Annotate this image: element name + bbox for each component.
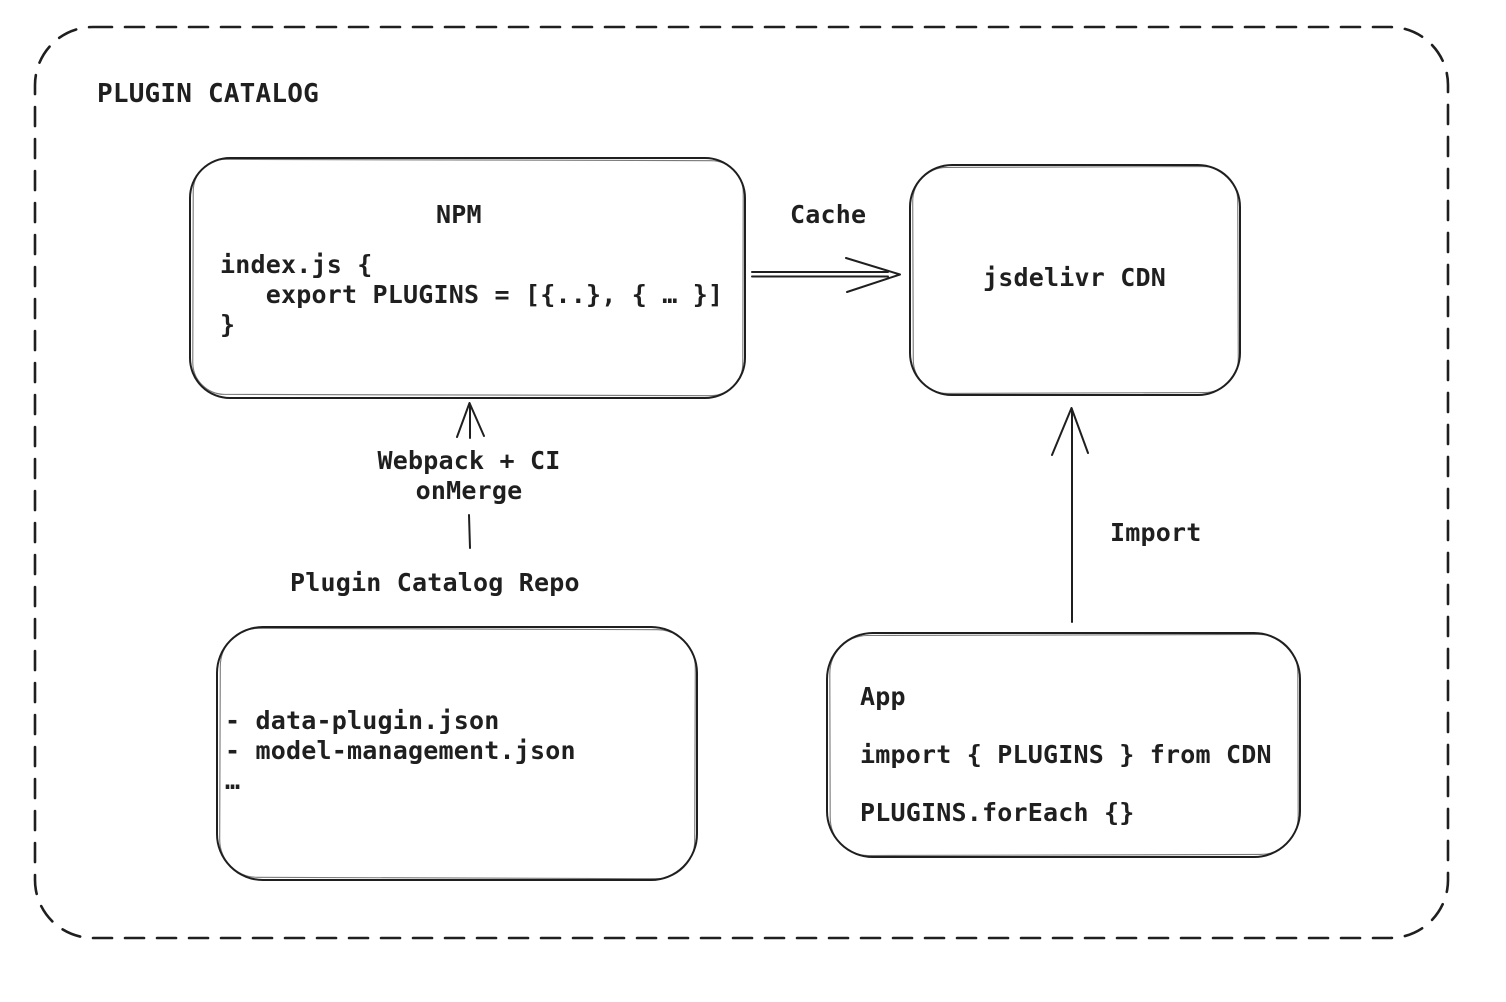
npm-box-sketch-stroke	[192, 158, 744, 397]
import-arrow-label: Import	[1110, 518, 1202, 547]
cache-arrow	[751, 257, 901, 293]
cdn-box-sketch-stroke	[912, 166, 1239, 394]
app-box-title: App	[860, 682, 906, 711]
build-arrow	[456, 402, 485, 549]
cdn-box-outline	[909, 164, 1241, 396]
npm-code-text: index.js { export PLUGINS = [{..}, { … }…	[220, 250, 724, 339]
cdn-box-label: jsdelivr CDN	[983, 263, 1167, 292]
npm-box	[189, 157, 746, 399]
app-box-sketch-stroke	[829, 633, 1299, 857]
app-code-text: import { PLUGINS } from CDN PLUGINS.forE…	[860, 740, 1272, 827]
app-box-outline	[826, 632, 1301, 858]
cdn-box	[909, 164, 1241, 396]
import-arrow	[1051, 407, 1089, 623]
app-box	[826, 632, 1301, 858]
build-arrow-label: Webpack + CI onMerge	[377, 446, 561, 505]
repo-box	[216, 626, 698, 881]
page-title: PLUGIN CATALOG	[97, 79, 319, 109]
repo-box-sketch-stroke	[219, 627, 696, 880]
repo-files-text: - data-plugin.json - model-management.js…	[225, 706, 576, 795]
npm-box-title: NPM	[436, 200, 482, 229]
repo-box-outline	[216, 626, 698, 881]
npm-box-outline	[189, 157, 746, 399]
cache-arrow-label: Cache	[790, 200, 867, 229]
repo-box-title: Plugin Catalog Repo	[290, 568, 580, 597]
catalog-boundary-outline	[33, 25, 1450, 940]
